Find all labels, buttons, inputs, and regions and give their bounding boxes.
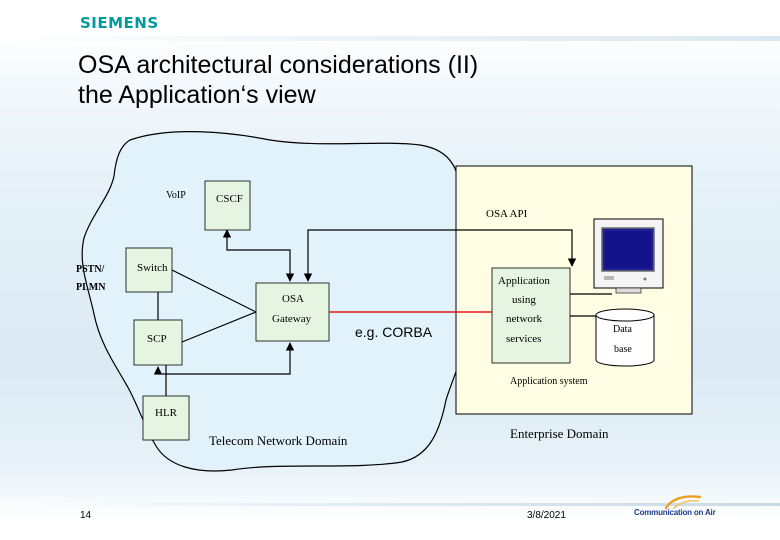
corba-label: e.g. CORBA <box>355 324 433 340</box>
application-box <box>491 267 571 364</box>
voip-label: VoIP <box>166 190 186 201</box>
gateway-to-app-arrow <box>303 229 577 282</box>
pstn-label-line-2: PLMN <box>76 282 106 293</box>
page-number: 14 <box>80 510 92 521</box>
gateway-to-scp-arrow <box>153 342 295 375</box>
switch-to-gateway-line <box>171 269 257 313</box>
pstn-label-line-1: PSTN/ <box>76 264 105 275</box>
telecom-domain-label: Telecom Network Domain <box>209 433 348 448</box>
database-label-line-1: Data <box>613 324 632 335</box>
slide-title: OSA architectural considerations (II) th… <box>78 50 478 110</box>
cscf-box <box>204 180 251 231</box>
switch-label: Switch <box>137 262 168 274</box>
scp-to-gateway-line <box>181 311 257 343</box>
application-label-line-4: services <box>506 333 542 345</box>
osa-gateway-box <box>255 282 330 342</box>
osa-gateway-label-line-2: Gateway <box>272 313 312 325</box>
hlr-box <box>142 395 190 441</box>
footer-bar <box>0 503 780 506</box>
cscf-label: CSCF <box>216 193 243 205</box>
brand-logo: Communication on Air <box>634 508 716 517</box>
hlr-label: HLR <box>155 407 177 419</box>
scp-label: SCP <box>147 333 167 345</box>
slide-date: 3/8/2021 <box>527 510 566 521</box>
application-label-line-3: network <box>506 313 543 325</box>
database-icon <box>595 308 655 367</box>
switch-box <box>125 247 173 293</box>
siemens-logo: SIEMENS <box>80 14 159 32</box>
application-system-label: Application system <box>510 376 588 387</box>
header-bar <box>0 36 780 41</box>
monitor-icon <box>593 218 664 294</box>
title-line-1: OSA architectural considerations (II) <box>78 51 479 79</box>
database-label-line-2: base <box>614 344 632 355</box>
osa-gateway-label-line-1: OSA <box>282 293 305 305</box>
enterprise-domain-label: Enterprise Domain <box>510 426 609 441</box>
application-label-line-1: Application <box>498 275 550 287</box>
title-line-2: the Application‘s view <box>78 81 316 109</box>
brand-swirl-icon <box>664 495 702 510</box>
osa-api-label: OSA API <box>486 208 528 220</box>
application-label-line-2: using <box>512 294 536 306</box>
cscf-to-gateway-arrow <box>222 229 295 282</box>
